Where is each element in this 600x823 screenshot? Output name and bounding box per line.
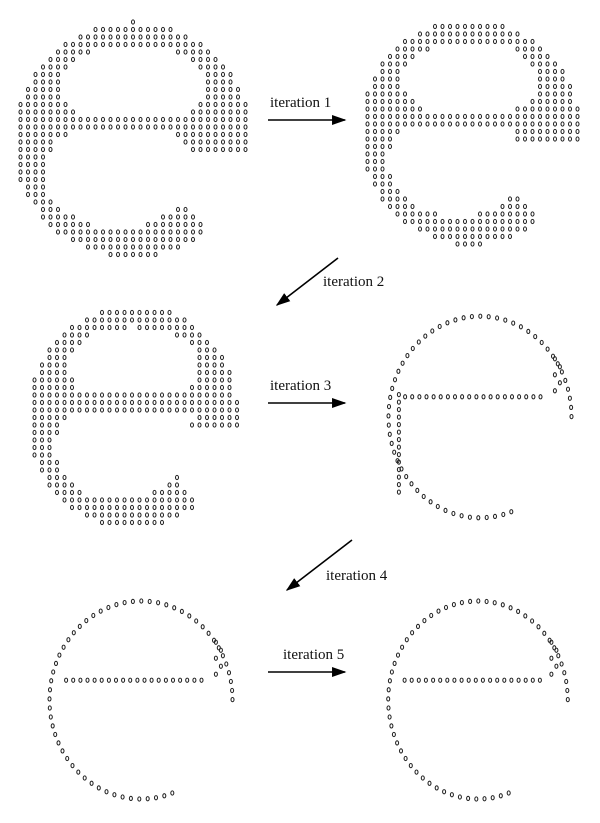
glyph-panel-1 [18, 19, 248, 258]
glyph-panel-2 [365, 23, 580, 247]
label-iteration-4: iteration 4 [326, 568, 388, 584]
arrow-iteration-4 [285, 539, 353, 591]
label-iteration-5: iteration 5 [283, 647, 344, 663]
label-iteration-2: iteration 2 [323, 274, 384, 290]
glyph-panel-3 [32, 309, 240, 526]
label-iteration-3: iteration 3 [270, 378, 331, 394]
glyph-panel-6 [386, 598, 570, 802]
arrow-iteration-2 [275, 257, 339, 306]
label-iteration-1: iteration 1 [270, 95, 331, 111]
glyph-panel-4 [386, 313, 574, 521]
glyph-panel-5 [47, 598, 235, 802]
